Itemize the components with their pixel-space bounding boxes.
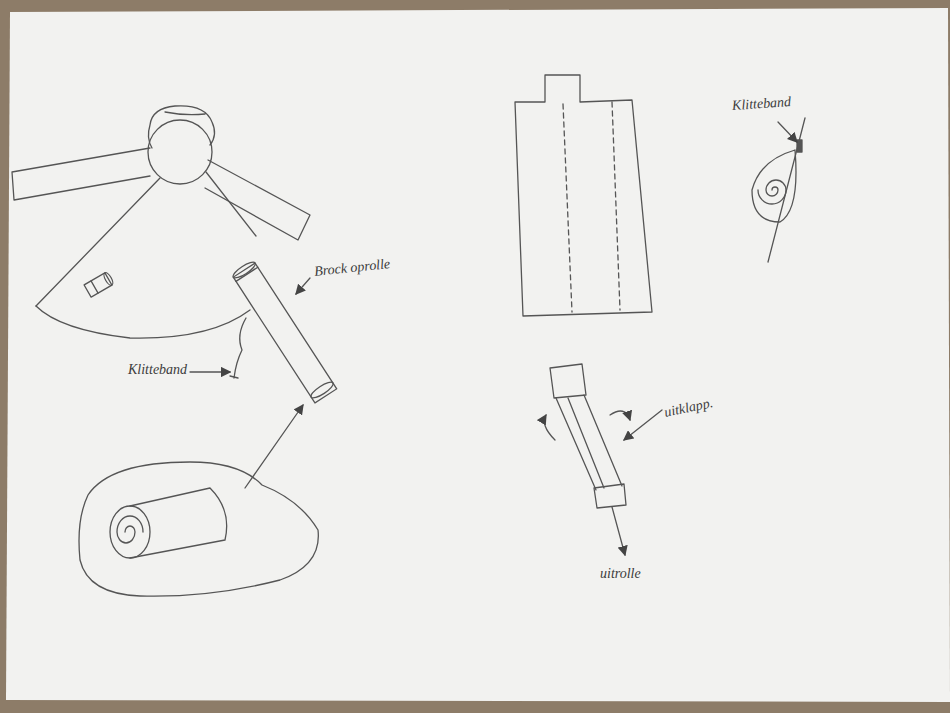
- flat-panel: [515, 75, 652, 316]
- leader-arrow: [296, 278, 310, 294]
- leader-arrow: [245, 405, 303, 488]
- rolled-cape: [79, 462, 318, 596]
- fold-arrow: [610, 411, 630, 420]
- velcro-strip: [230, 318, 246, 378]
- paper-sheet: [6, 8, 950, 702]
- leader-arrow: [190, 371, 230, 372]
- callout-label: uitrolle: [600, 566, 641, 582]
- leader-arrow: [612, 507, 625, 555]
- side-roll: [752, 118, 805, 262]
- fold-arrow: [544, 415, 555, 440]
- cape-drawing: [12, 106, 310, 338]
- roll-tube: [231, 260, 337, 403]
- leader-arrow: [624, 410, 662, 440]
- leader-arrow: [778, 122, 797, 142]
- callout-label: Klitteband: [128, 362, 187, 378]
- narrow-tube: [550, 364, 626, 508]
